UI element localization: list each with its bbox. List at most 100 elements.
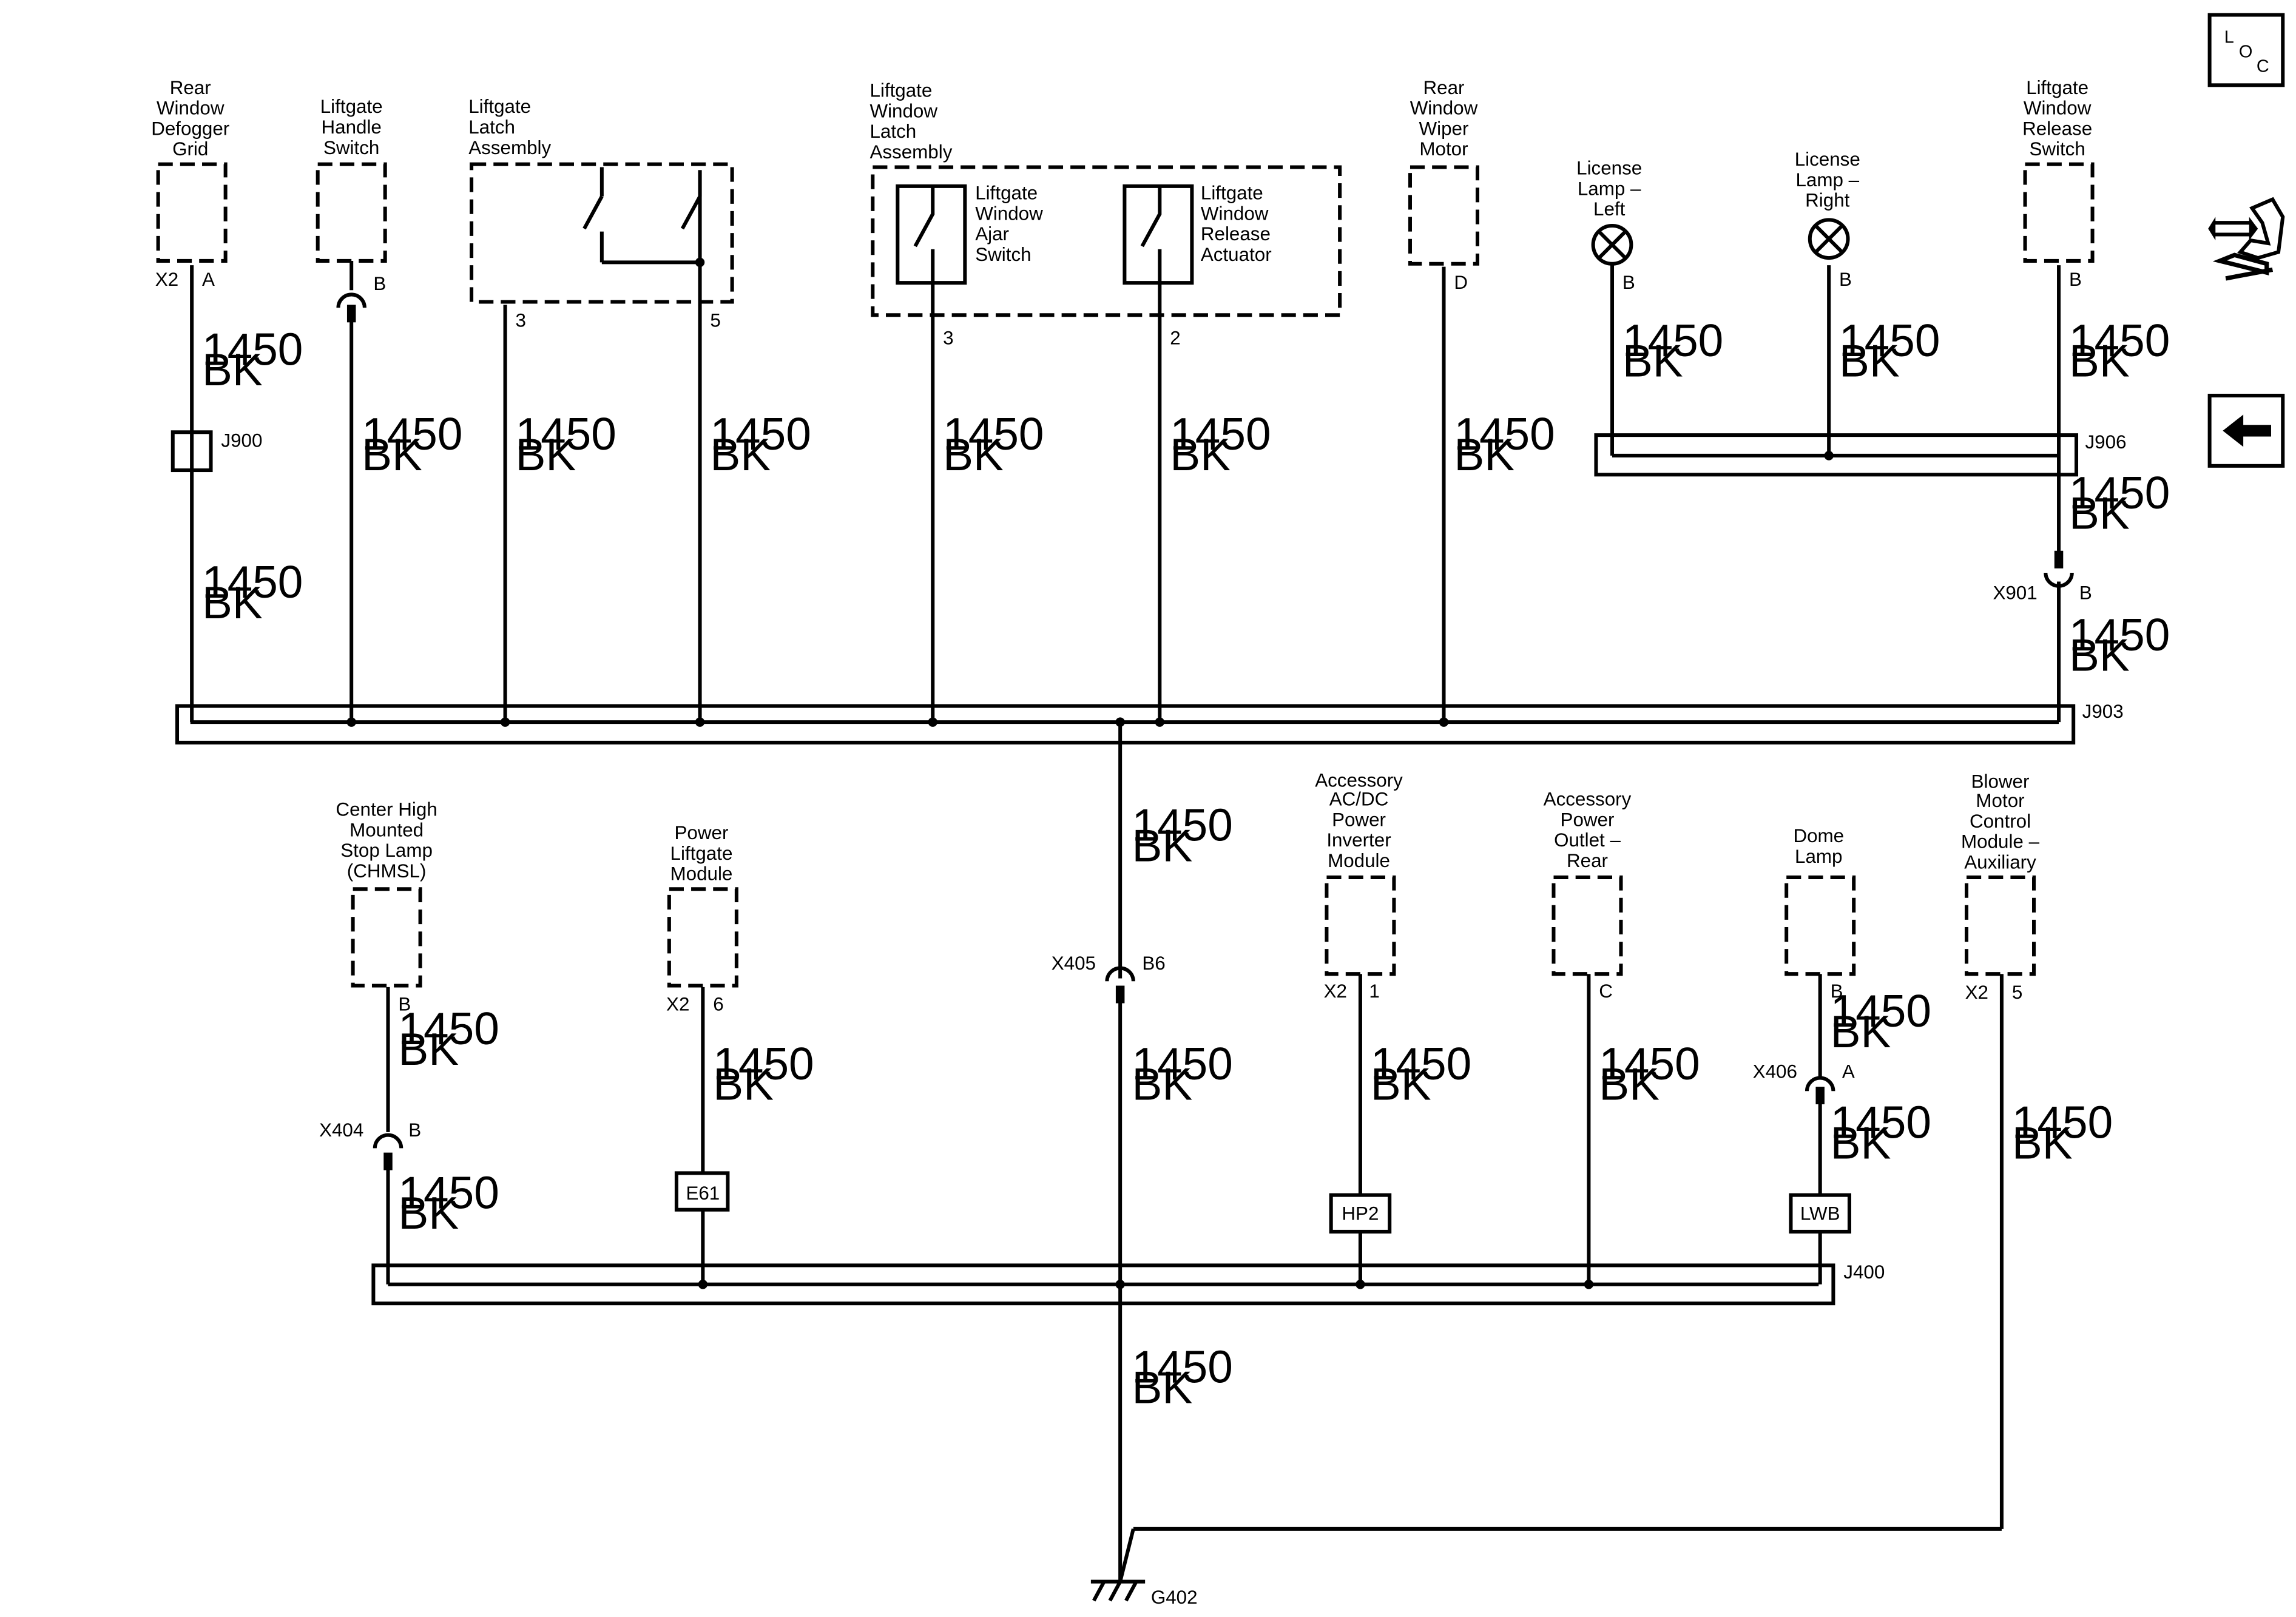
wire-color: BK (1371, 1059, 1431, 1110)
splice-j400-label: J400 (1843, 1261, 1885, 1283)
wiper-label-4: Motor (1419, 138, 1468, 160)
wire-color: BK (398, 1187, 459, 1238)
loc-letter-l: L (2224, 27, 2234, 47)
top-wires (190, 170, 2061, 1582)
license-left-pin: B (1622, 272, 1635, 293)
liftgate-window-latch-assembly[interactable]: Liftgate Window Latch Assembly Liftgate … (869, 80, 1342, 349)
wire-color: BK (1132, 820, 1192, 871)
ajar-pin: 3 (943, 327, 953, 348)
outlet-pin: C (1599, 981, 1613, 1002)
x901-pin: B (2079, 582, 2092, 603)
wire-circuit: 1450 (398, 1003, 499, 1054)
latch-label-1: Liftgate (468, 96, 531, 117)
window-latch-label-1: Liftgate (869, 80, 932, 101)
loc-button[interactable]: L O C (2207, 13, 2285, 87)
inv-connector: X2 (1324, 981, 1347, 1002)
outlet-label-2: Power (1561, 809, 1615, 830)
wire-color: BK (515, 429, 576, 480)
blower-motor-control-module-auxiliary[interactable]: Blower Motor Control Module – Auxiliary … (1961, 771, 2040, 1004)
wire-circuit: 1450 (398, 1167, 499, 1218)
handle-label-1: Liftgate (320, 96, 383, 117)
wire-circuit: 1450 (2069, 315, 2170, 366)
license-left-label-3: Left (1593, 198, 1626, 220)
chmsl-label-1: Center High (336, 799, 437, 820)
x405-pin: B6 (1142, 953, 1165, 974)
wire-circuit: 1450 (1599, 1038, 1700, 1089)
rear-window-wiper-motor[interactable]: Rear Window Wiper Motor D (1408, 77, 1480, 293)
latch-label-3: Assembly (468, 137, 551, 158)
accessory-ac-dc-power-inverter-module[interactable]: Accessory AC/DC Power Inverter Module X2… (1315, 769, 1403, 1002)
wire-color: BK (202, 344, 263, 395)
power-liftgate-module[interactable]: Power Liftgate Module X2 6 (666, 822, 738, 1015)
wire-color: BK (1831, 1006, 1891, 1057)
chmsl-label-4: (CHMSL) (347, 860, 427, 882)
inv-label-4: Inverter (1326, 829, 1391, 851)
rear-window-defogger-grid[interactable]: Rear Window Defogger Grid X2 A (151, 77, 229, 290)
center-high-mounted-stop-lamp[interactable]: Center High Mounted Stop Lamp (CHMSL) B (336, 799, 437, 1015)
wire-circuit: 1450 (713, 1038, 814, 1089)
tag-hp2-label: HP2 (1342, 1203, 1379, 1224)
x405-label: X405 (1052, 953, 1096, 974)
latch-switch-contacts (582, 167, 702, 265)
plg-pin: 6 (713, 994, 723, 1015)
license-left-label-1: License (1576, 158, 1642, 179)
connector-x406: X406 A (1753, 1061, 1855, 1104)
wiper-label-1: Rear (1423, 77, 1464, 98)
bottom-wire-labels: 1450 BK 1450 BK 1450 BK 1450 BK 1450 BK … (398, 985, 2113, 1413)
wire-circuit: 1450 (2069, 467, 2170, 518)
handle-pin: B (373, 273, 386, 294)
wire-circuit: 1450 (710, 408, 811, 459)
wire-circuit: 1450 (202, 556, 303, 607)
connector-x405: X405 B6 (1052, 953, 1166, 1004)
chmsl-pin: B (398, 994, 411, 1015)
wire-color: BK (2069, 488, 2130, 539)
liftgate-handle-switch[interactable]: Liftgate Handle Switch B (316, 96, 387, 323)
dome-label-1: Dome (1793, 825, 1844, 846)
actuator-label-4: Actuator (1201, 244, 1272, 265)
wire-circuit: 1450 (1839, 315, 1940, 366)
license-lamp-right[interactable]: License Lamp – Right B (1795, 149, 1860, 290)
wiper-label-2: Window (1410, 98, 1478, 119)
ajar-label-2: Window (975, 203, 1043, 224)
ajar-label-1: Liftgate (975, 183, 1038, 204)
liftgate-latch-assembly[interactable]: Liftgate Latch Assembly 3 5 (468, 96, 734, 331)
license-left-label-2: Lamp – (1578, 178, 1641, 199)
loc-letter-o: O (2239, 42, 2253, 61)
wire-color: BK (1132, 1059, 1192, 1110)
option-tag-hp2: HP2 (1329, 1193, 1392, 1234)
splice-j903-label: J903 (2082, 701, 2124, 722)
back-arrow-button[interactable] (2207, 393, 2285, 468)
liftgate-window-release-switch[interactable]: Liftgate Window Release Switch B (2022, 77, 2095, 290)
plg-connector: X2 (666, 994, 689, 1015)
tag-lwb-label: LWB (1800, 1203, 1840, 1224)
loc-letter-c: C (2257, 57, 2269, 76)
tag-e61-label: E61 (686, 1183, 720, 1204)
liftgate-window-release-actuator[interactable]: Liftgate Window Release Actuator (1123, 183, 1272, 285)
blower-pin: 5 (2012, 982, 2022, 1003)
defogger-label-2: Window (157, 98, 225, 119)
wire-circuit: 1450 (1170, 408, 1271, 459)
chmsl-label-3: Stop Lamp (340, 840, 433, 861)
wire-color: BK (1622, 336, 1683, 387)
ground-icon-label: G402 (1151, 1587, 1198, 1608)
window-latch-label-2: Window (869, 100, 937, 121)
lamp-bulb-icon (1808, 218, 1850, 260)
release-label-1: Liftgate (2026, 77, 2088, 98)
actuator-label-3: Release (1201, 223, 1271, 245)
release-label-4: Switch (2029, 138, 2085, 160)
license-lamp-left[interactable]: License Lamp – Left B (1576, 158, 1642, 293)
splice-j900: J900 (171, 430, 262, 473)
dome-label-2: Lamp (1795, 846, 1842, 867)
ground-g402: G402 (1090, 1579, 1198, 1608)
latch-pin-3: 3 (515, 310, 525, 331)
dome-lamp[interactable]: Dome Lamp B (1784, 825, 1856, 1002)
connector-tool-icon[interactable] (2208, 197, 2285, 281)
x404-label: X404 (319, 1119, 363, 1141)
wire-color: BK (1132, 1362, 1192, 1413)
window-latch-label-4: Assembly (869, 141, 952, 163)
wire-circuit: 1450 (1371, 1038, 1471, 1089)
accessory-power-outlet-rear[interactable]: Accessory Power Outlet – Rear C (1544, 789, 1632, 1002)
blower-label-2: Motor (1976, 790, 2024, 811)
wire-circuit: 1450 (202, 323, 303, 374)
liftgate-window-ajar-switch[interactable]: Liftgate Window Ajar Switch (896, 183, 1043, 285)
